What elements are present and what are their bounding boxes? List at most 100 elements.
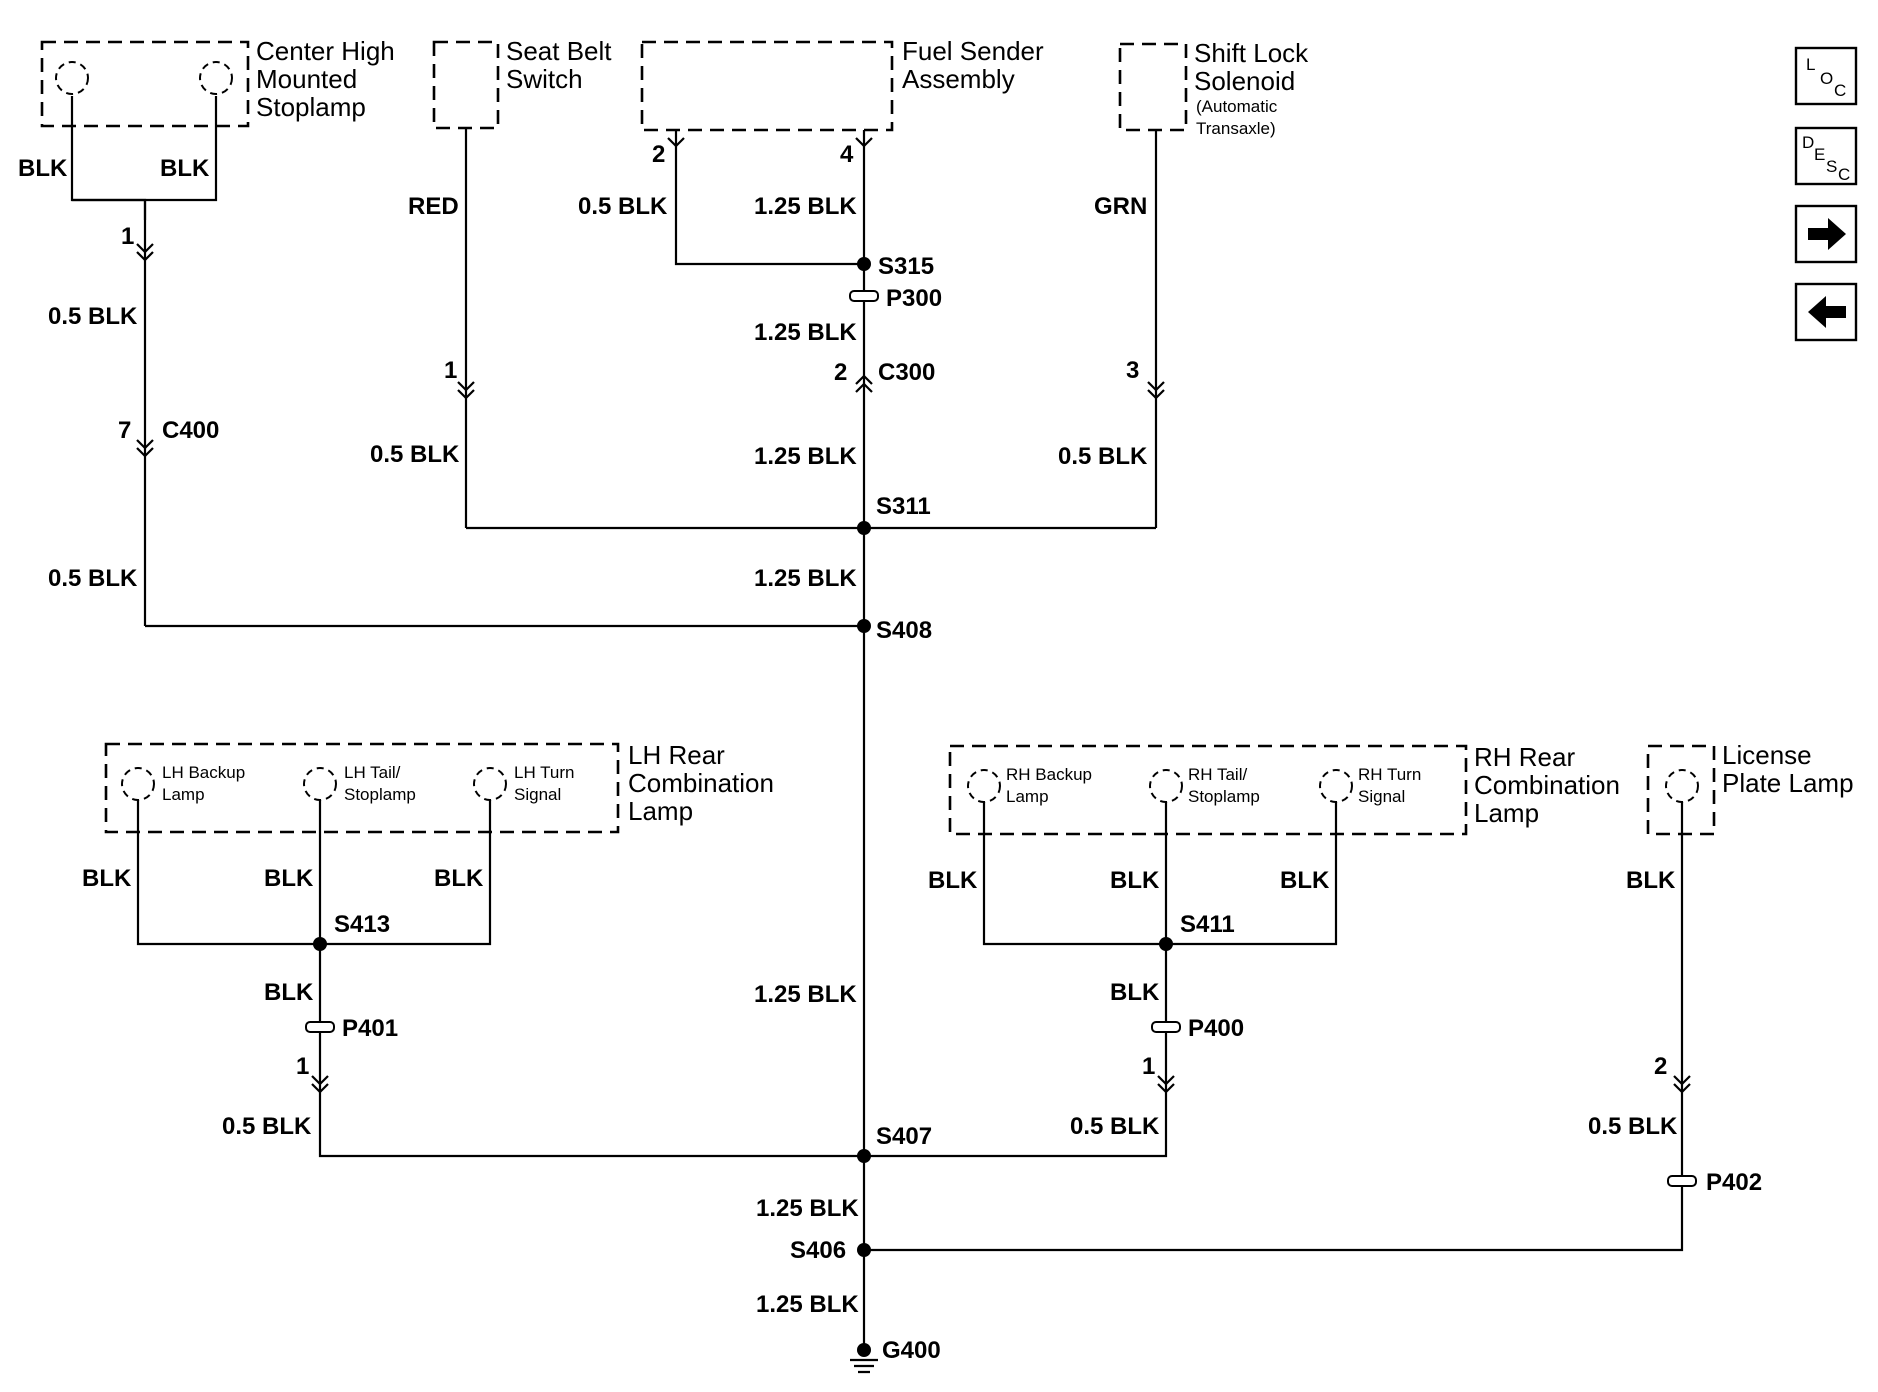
p401-label: P401 — [342, 1015, 398, 1042]
s408-wire-label: 1.25 BLK — [754, 981, 857, 1008]
chmsl-left-wire-label: BLK — [18, 155, 68, 182]
fuel-sender-component: Fuel Sender Assembly — [640, 36, 1051, 132]
wires — [70, 96, 1684, 1356]
s315-dot — [857, 257, 871, 271]
seat-belt-switch-label: Seat Belt Switch — [506, 36, 619, 94]
rh-pin1-mark — [1157, 1075, 1175, 1094]
rh-lamp-feed — [864, 802, 1168, 1158]
p402-mark — [1667, 1175, 1697, 1187]
c400-label: C400 — [162, 417, 219, 444]
g400-label: G400 — [882, 1337, 941, 1364]
chmsl-label: Center High Mounted Stoplamp — [256, 36, 402, 122]
fuel-pin2-wire-label: 0.5 BLK — [578, 193, 668, 220]
back-button[interactable] — [1794, 282, 1858, 342]
license-pin2-mark — [1673, 1075, 1691, 1094]
p400-mark — [1151, 1021, 1181, 1033]
fuel-pin-marks — [667, 137, 873, 148]
s413-dot — [313, 937, 327, 951]
lh-tail-wire-label: BLK — [264, 865, 314, 892]
lh-tail-label: LH Tail/ Stoplamp — [344, 763, 416, 804]
rh-backup-bulb-icon — [967, 769, 1001, 803]
chmsl-trunk-wire-label: 0.5 BLK — [48, 303, 138, 330]
s311-label: S311 — [876, 493, 931, 520]
p400-label: P400 — [1188, 1015, 1244, 1042]
s413-wire-label: BLK — [264, 979, 314, 1006]
rh-turn-wire-label: BLK — [1280, 867, 1330, 894]
rh-turn-label: RH Turn Signal — [1358, 765, 1426, 806]
chmsl-pin-number: 1 — [121, 223, 134, 250]
pin-numbers: 1 7 1 2 4 2 3 1 1 2 — [118, 141, 1667, 1080]
shift-lock-solenoid-component: Shift Lock Solenoid (Automatic Transaxle… — [1118, 38, 1309, 138]
shift-lock-note: (Automatic Transaxle) — [1196, 97, 1282, 138]
chmsl-wire — [70, 96, 218, 202]
s408-dot — [857, 619, 871, 633]
lh-turn-wire-label: BLK — [434, 865, 484, 892]
lh-rear-combination-lamp-component: LH Backup Lamp LH Tail/ Stoplamp LH Turn… — [104, 740, 781, 834]
lh-backup-bulb-icon — [121, 767, 155, 801]
lh-feed-wire-label: 0.5 BLK — [222, 1113, 312, 1140]
chmsl-join — [72, 198, 147, 220]
lh-lamp-feed — [318, 800, 864, 1158]
forward-button[interactable] — [1794, 204, 1858, 264]
chmsl-pin1-mark — [136, 243, 154, 262]
s413-label: S413 — [334, 911, 390, 938]
s406-wire-label: 1.25 BLK — [756, 1291, 859, 1318]
seat-belt-switch-component: Seat Belt Switch — [432, 36, 619, 130]
connector-marks — [136, 137, 1697, 1374]
rh-feed-wire-label: 0.5 BLK — [1070, 1113, 1160, 1140]
desc-letter-s: S — [1826, 157, 1837, 176]
rh-rear-combination-lamp-component: RH Backup Lamp RH Tail/ Stoplamp RH Turn… — [948, 742, 1627, 836]
fuel-pin4-number: 4 — [840, 141, 854, 168]
left-arrow-icon — [1808, 296, 1846, 328]
chmsl-component: Center High Mounted Stoplamp — [40, 36, 402, 128]
s407-wire-label: 1.25 BLK — [756, 1195, 859, 1222]
s406-dot — [857, 1243, 871, 1257]
license-plate-lamp-component: License Plate Lamp — [1646, 740, 1854, 836]
shift-lock-c300-mark — [1147, 381, 1165, 400]
seat-belt-c300-mark — [457, 381, 475, 400]
s311-wire-label: 1.25 BLK — [754, 565, 857, 592]
rh-pin-number: 1 — [1142, 1053, 1155, 1080]
c300-pin-number: 2 — [834, 359, 847, 386]
p300-label: P300 — [886, 285, 942, 312]
license-lamp-feed — [864, 802, 1684, 1252]
lh-tail-bulb-icon — [303, 767, 337, 801]
rh-tail-wire-label: BLK — [1110, 867, 1160, 894]
ground-icon — [850, 1343, 878, 1374]
desc-letter-c: C — [1838, 165, 1850, 184]
p402-label: P402 — [1706, 1169, 1762, 1196]
p300-wire-label: 1.25 BLK — [754, 319, 857, 346]
seat-belt-pin-number: 1 — [444, 357, 457, 384]
chmsl-right-wire-label: BLK — [160, 155, 210, 182]
desc-button[interactable]: D E S C — [1794, 126, 1858, 186]
seat-belt-wire-label: RED — [408, 193, 459, 220]
lh-turn-label: LH Turn Signal — [514, 763, 579, 804]
shift-lock-c300-wire-label: 0.5 BLK — [1058, 443, 1148, 470]
lh-pin1-mark — [311, 1075, 329, 1094]
shift-lock-wire-label: GRN — [1094, 193, 1147, 220]
rh-backup-wire-label: BLK — [928, 867, 978, 894]
fuel-sender-label: Fuel Sender Assembly — [902, 36, 1051, 94]
desc-letter-e: E — [1814, 145, 1825, 164]
loc-button[interactable]: L O C — [1794, 46, 1858, 106]
license-feed-wire-label: 0.5 BLK — [1588, 1113, 1678, 1140]
wire-labels: BLK BLK 0.5 BLK 0.5 BLK RED 0.5 BLK 0.5 … — [18, 155, 1678, 1318]
license-plate-lamp-label: License Plate Lamp — [1722, 740, 1854, 798]
s408-label: S408 — [876, 617, 932, 644]
s315-label: S315 — [878, 253, 934, 280]
loc-letter-o: O — [1820, 69, 1833, 88]
p300-mark — [849, 290, 879, 302]
lh-rear-label: LH Rear Combination Lamp — [628, 740, 781, 826]
fuel-c300-mark — [855, 374, 873, 393]
s311-dot — [857, 521, 871, 535]
chmsl-bulb-right-icon — [199, 61, 233, 95]
c400-wire-label: 0.5 BLK — [48, 565, 138, 592]
rh-rear-label: RH Rear Combination Lamp — [1474, 742, 1627, 828]
license-bulb-icon — [1665, 769, 1699, 803]
lh-backup-wire-label: BLK — [82, 865, 132, 892]
s411-dot — [1159, 937, 1173, 951]
fuel-pin4-wire-label: 1.25 BLK — [754, 193, 857, 220]
lh-backup-label: LH Backup Lamp — [162, 763, 250, 804]
c400-pin-number: 7 — [118, 417, 131, 444]
